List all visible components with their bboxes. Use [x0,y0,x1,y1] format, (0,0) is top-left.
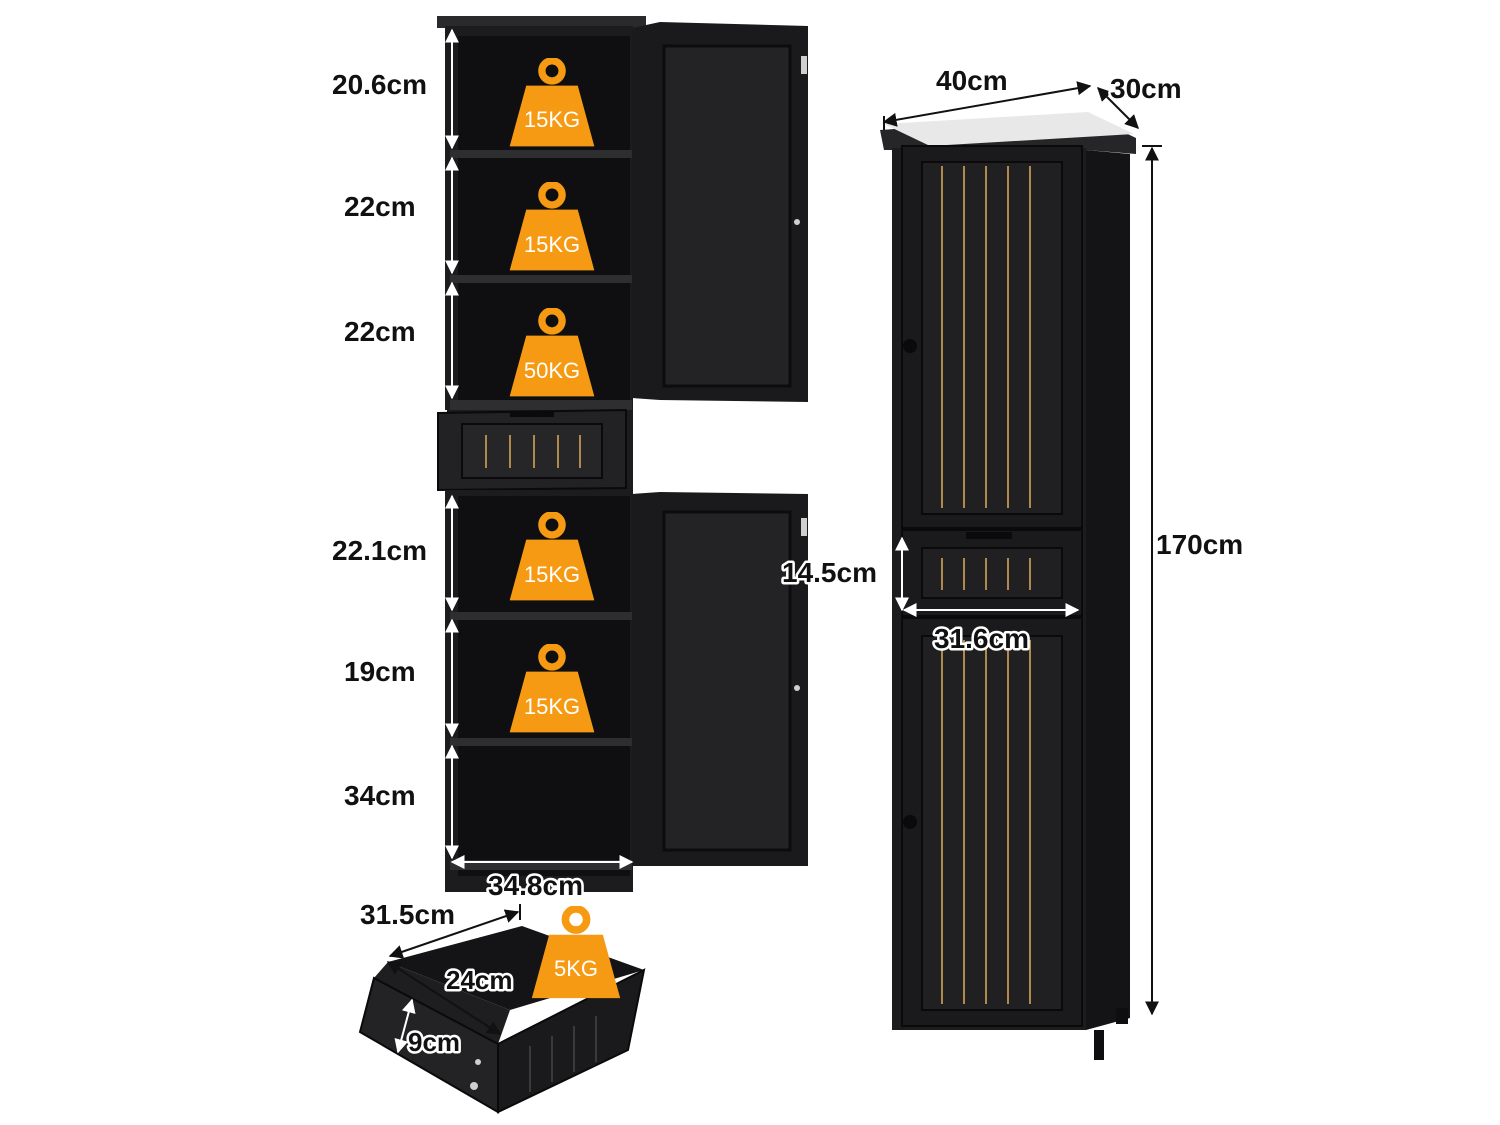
loose-drawer: 5KG 31.5cm 24cm 9cm [358,897,646,1114]
drawer-front-grooves [529,1016,597,1092]
shelf [450,400,632,410]
drawer-height-label: 9cm [408,1027,460,1057]
door-gold-lines [941,166,1031,508]
upper-door-panel [921,161,1063,515]
shelf [450,275,632,283]
drawer-handle-slot [966,532,1012,539]
weight-label: 5KG [554,956,598,981]
weight-label: 15KG [524,694,580,719]
open-cabinet-height-arrows [445,28,634,869]
open-cabinet: 15KG 15KG 50KG 15KG 15KG 20.6cm 22cm 22c… [330,16,808,904]
height-label: 19cm [344,656,416,687]
weight-tag: 5KG [532,909,620,998]
drawer-height-label: 14.5cm [782,557,877,588]
cabinet-foot [1116,1008,1128,1024]
drawer-gold-lines [941,558,1031,590]
door-knob [903,339,917,353]
drawer-handle-slot [510,411,554,417]
height-label: 22cm [344,316,416,347]
depth-label: 30cm [1110,73,1182,104]
drawer-width-label: 31.6cm [934,623,1029,654]
width-label: 34.8cm [488,870,583,901]
weight-label: 50KG [524,358,580,383]
weight-tag: 15KG [510,61,595,147]
weight-label: 15KG [524,107,580,132]
door-hinge [801,518,807,536]
drawer-depth-label: 31.5cm [360,899,455,930]
drawer-screw [475,1059,481,1065]
weight-tag: 15KG [510,515,595,601]
door-magnet [794,685,800,691]
depth-arrow [1097,87,1139,129]
shelf [450,738,632,746]
lower-door-panel [662,510,792,852]
weight-icon [532,909,620,998]
height-label: 22.1cm [332,535,427,566]
width-arrow [882,81,1092,127]
lower-door-panel [921,635,1063,1011]
height-label: 34cm [344,780,416,811]
closed-cabinet: 40cm 30cm 170cm 14.5cm 31.6cm [780,63,1246,1060]
shelf [450,150,632,158]
cabinet-drawer-panel [921,547,1063,599]
upper-door-panel [662,44,792,388]
door-knob [903,815,917,829]
door-gold-lines [941,640,1031,1004]
width-label: 40cm [936,65,1008,96]
door-hinge [801,56,807,74]
cabinet-top [437,16,646,28]
drawer-depth-arrow [388,909,520,959]
shelf [450,612,632,620]
door-magnet [794,219,800,225]
drawer-gold-lines [485,435,581,468]
drawer-screw [470,1082,478,1090]
weight-tag: 15KG [510,185,595,271]
weight-label: 15KG [524,232,580,257]
cabinet-side [1086,150,1130,1030]
drawer-height-arrow [394,998,416,1054]
height-label: 170cm [1156,529,1243,560]
height-label: 20.6cm [332,69,427,100]
weight-label: 15KG [524,562,580,587]
drawer-inner-label: 24cm [446,965,513,995]
height-label: 22cm [344,191,416,222]
drawer-inner-arrow [386,961,502,1035]
weight-tag: 15KG [510,647,595,733]
cabinet-foot [1094,1030,1104,1060]
weight-tag: 50KG [510,311,595,397]
